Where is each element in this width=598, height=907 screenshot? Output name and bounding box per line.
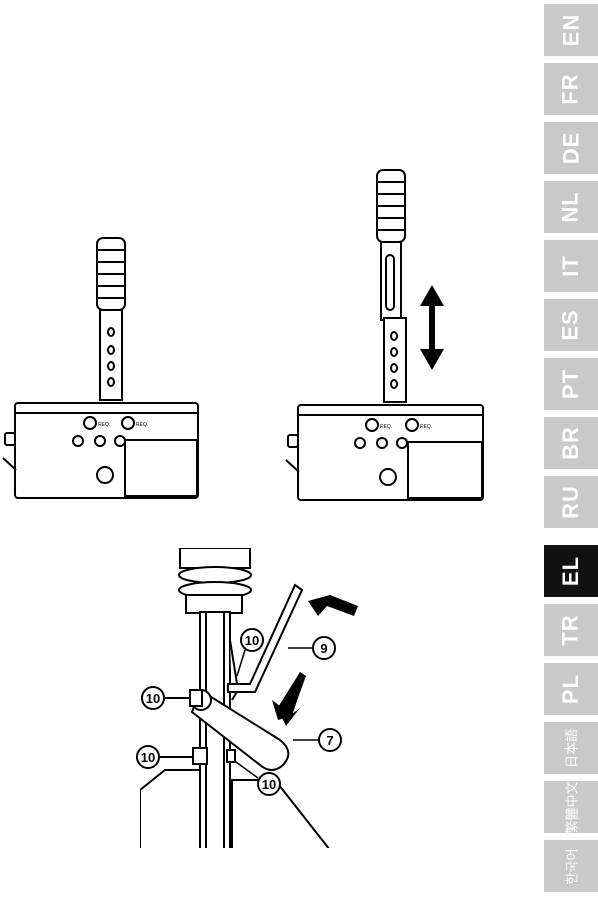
req-label: REQ. bbox=[98, 422, 110, 428]
language-tab-br[interactable]: BR bbox=[544, 417, 598, 469]
language-tab-it[interactable]: IT bbox=[544, 240, 598, 292]
callout-7: 7 bbox=[326, 733, 333, 748]
callout-10: 10 bbox=[146, 691, 160, 706]
language-tab-ko[interactable]: 한국어 bbox=[544, 840, 598, 892]
callout-9: 9 bbox=[320, 641, 327, 656]
language-tab-fr[interactable]: FR bbox=[544, 63, 598, 115]
language-tab-es[interactable]: ES bbox=[544, 299, 598, 351]
language-tab-ru[interactable]: RU bbox=[544, 476, 598, 528]
language-tab-pl[interactable]: PL bbox=[544, 663, 598, 715]
callout-10: 10 bbox=[245, 633, 259, 648]
req-label: REQ. bbox=[420, 424, 432, 430]
language-tab-zh[interactable]: 繁體中文 bbox=[544, 781, 598, 833]
language-tab-en[interactable]: EN bbox=[544, 4, 598, 56]
language-tab-ja[interactable]: 日本語 bbox=[544, 722, 598, 774]
language-tab-tr[interactable]: TR bbox=[544, 604, 598, 656]
language-tab-el[interactable]: EL bbox=[544, 545, 598, 597]
language-tab-bar: EN FR DE NL IT ES PT BR RU EL TR PL 日本語 … bbox=[544, 0, 598, 907]
req-label: REQ. bbox=[380, 424, 392, 430]
callout-10: 10 bbox=[141, 750, 155, 765]
callout-10: 10 bbox=[262, 777, 276, 792]
req-label: REQ. bbox=[136, 422, 148, 428]
language-tab-nl[interactable]: NL bbox=[544, 181, 598, 233]
language-tab-de[interactable]: DE bbox=[544, 122, 598, 174]
language-tab-pt[interactable]: PT bbox=[544, 358, 598, 410]
